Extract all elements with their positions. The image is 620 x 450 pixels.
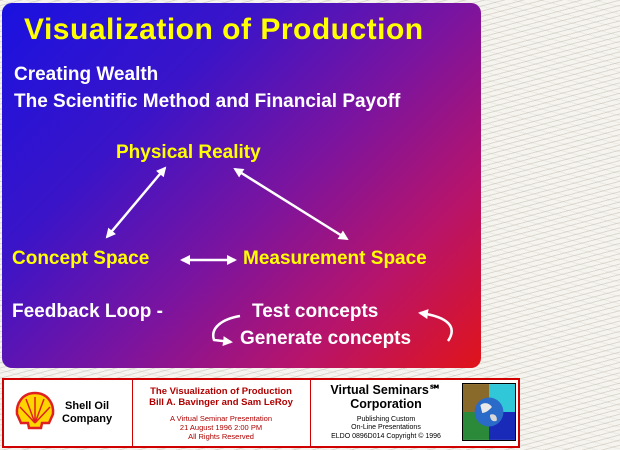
node-concept-space: Concept Space xyxy=(12,248,150,269)
footer-banner: Shell Oil Company The Visualization of P… xyxy=(2,378,520,448)
arrow-loop-right xyxy=(418,309,453,342)
org-line-2: Corporation xyxy=(350,397,422,411)
org-line-1: Virtual Seminars℠ xyxy=(330,383,442,397)
copyright-notice: ELDO 0896D014 Copyright © 1996 xyxy=(331,433,441,440)
org-tagline-1: Publishing Custom xyxy=(356,416,416,423)
node-measurement-space: Measurement Space xyxy=(243,248,427,269)
feedback-loop-label: Feedback Loop - xyxy=(12,301,163,322)
footer-divider xyxy=(132,380,133,446)
arrow-reality-concept xyxy=(105,166,167,239)
presentation-authors: Bill A. Bavinger and Sam LeRoy xyxy=(149,397,293,408)
presentation-rights: All Rights Reserved xyxy=(188,432,254,441)
test-concepts-label: Test concepts xyxy=(252,301,379,322)
org-tagline-2: On-Line Presentations xyxy=(351,424,421,431)
presentation-type: A Virtual Seminar Presentation xyxy=(169,414,272,423)
shell-logo-icon xyxy=(15,391,55,430)
company-line-2: Company xyxy=(62,413,113,425)
company-line-1: Shell Oil xyxy=(65,400,110,412)
slide-title: Visualization of Production xyxy=(24,13,424,46)
node-physical-reality: Physical Reality xyxy=(116,142,261,163)
generate-concepts-label: Generate concepts xyxy=(240,328,412,349)
arrow-reality-measurement xyxy=(233,167,349,241)
arrow-loop-left xyxy=(211,314,241,347)
presentation-date: 21 August 1996 2:00 PM xyxy=(179,423,263,432)
subtitle-scientific-method: The Scientific Method and Financial Payo… xyxy=(14,91,401,112)
organization-name: Virtual Seminars℠ Corporation xyxy=(316,383,456,411)
virtual-seminars-logo-icon xyxy=(462,383,516,441)
slide-panel: Visualization of Production Creating Wea… xyxy=(2,3,481,368)
presentation-title: The Visualization of Production xyxy=(150,386,292,397)
footer-divider xyxy=(310,380,311,446)
diagram-arrows xyxy=(105,166,453,347)
company-name: Shell Oil Company xyxy=(62,400,112,426)
subtitle-creating-wealth: Creating Wealth xyxy=(14,64,159,85)
